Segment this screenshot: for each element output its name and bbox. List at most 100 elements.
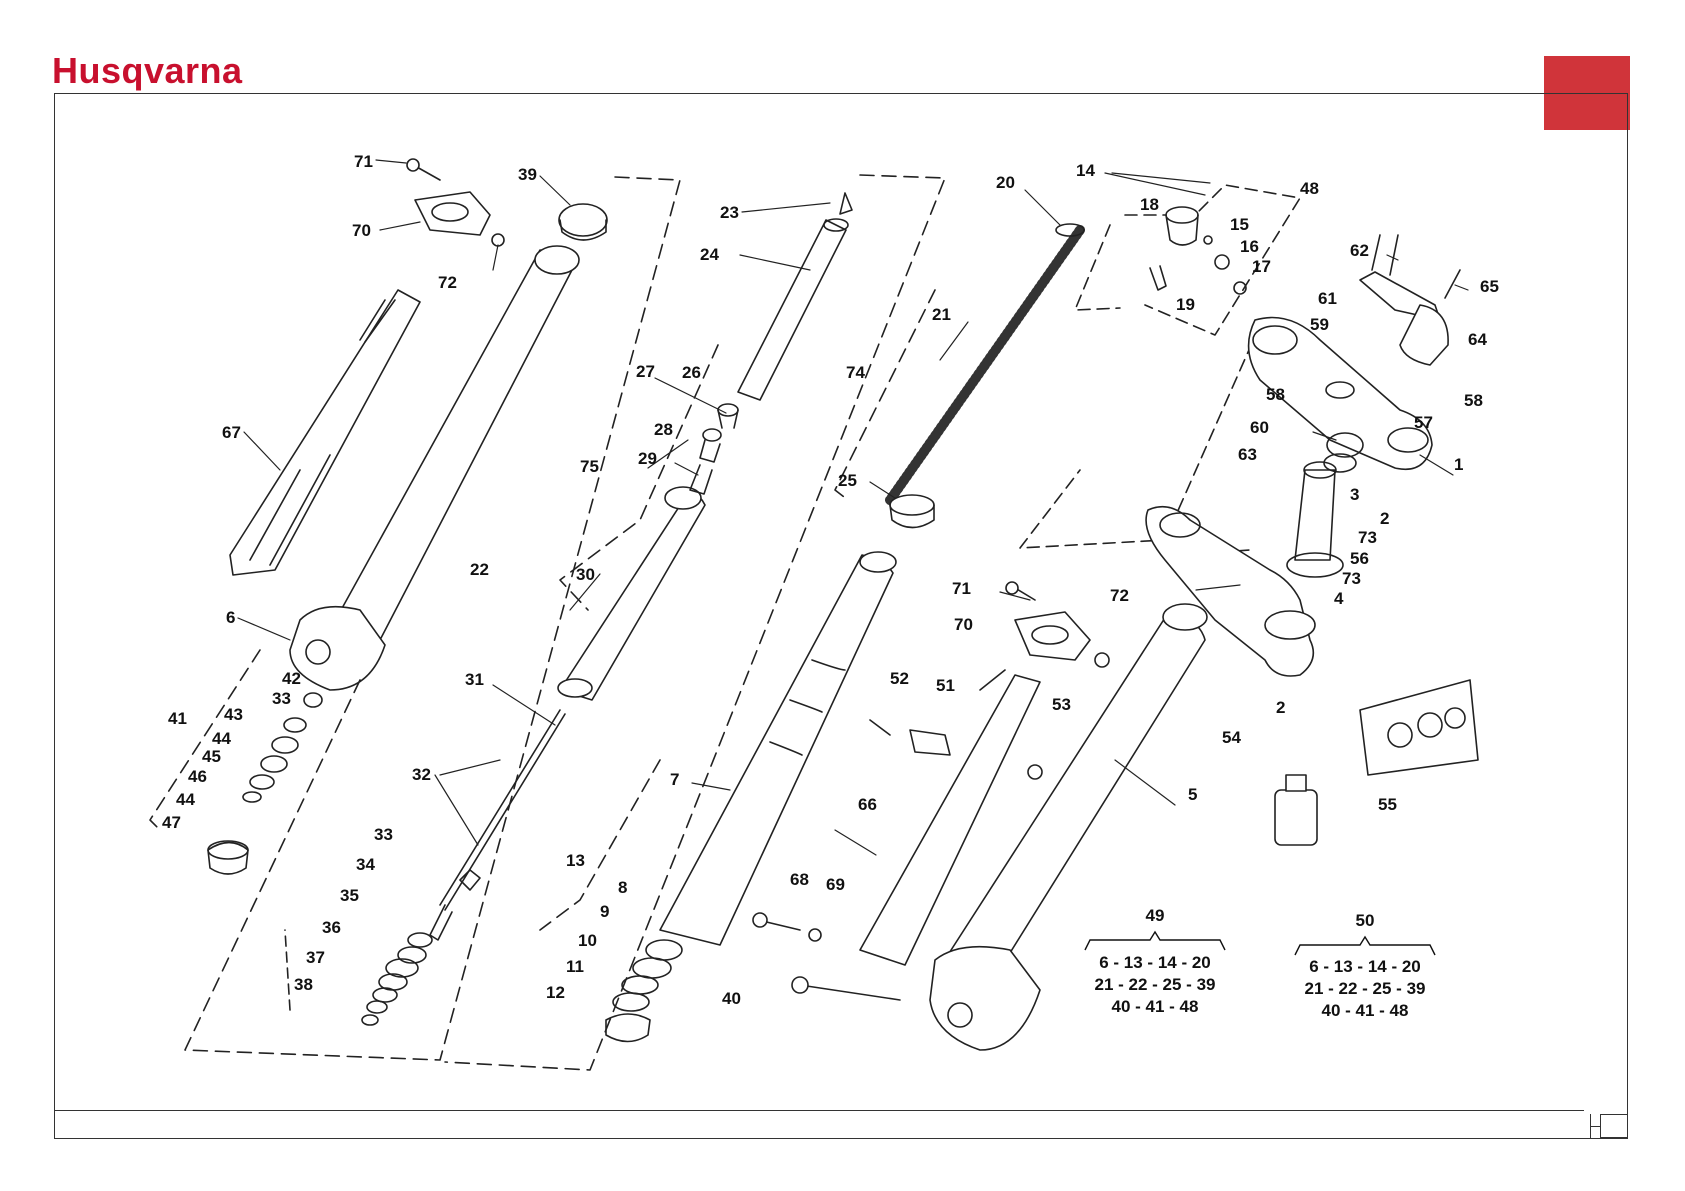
decal-sheet: [1359, 679, 1479, 776]
part-label: 33: [272, 689, 291, 708]
part-label: 1: [1454, 455, 1463, 474]
part-label: 54: [1222, 728, 1241, 747]
right-clamp: [1005, 581, 1110, 668]
part-label: 71: [952, 579, 971, 598]
part-label: 56: [1350, 549, 1369, 568]
part-label: 66: [858, 795, 877, 814]
part-label: 19: [1176, 295, 1195, 314]
part-label: 68: [790, 870, 809, 889]
part-label: 64: [1468, 330, 1487, 349]
brand-logo: Husqvarna: [52, 50, 243, 91]
small-bushings: [689, 403, 739, 495]
part-label: 2: [1380, 509, 1389, 528]
part-label: 73: [1342, 569, 1361, 588]
part-label: 26: [682, 363, 701, 382]
part-label: 60: [1250, 418, 1269, 437]
part-label: 40: [722, 989, 741, 1008]
part-label: 29: [638, 449, 657, 468]
part-label: 25: [838, 471, 857, 490]
part-label: 73: [1358, 528, 1377, 547]
left-fork-cap: [558, 203, 608, 241]
part-label: 23: [720, 203, 739, 222]
part-label: 13: [566, 851, 585, 870]
footer-divider: [54, 1110, 1584, 1111]
dashed-group-22: [184, 176, 681, 1061]
upper-triple-clamp: [1247, 316, 1433, 470]
part-label: 61: [1318, 289, 1337, 308]
left-valve-stack: [284, 929, 433, 1026]
inner-tube-7: [659, 551, 897, 946]
top-valve: [1149, 206, 1247, 295]
left-outer-tube: [289, 245, 580, 691]
part-label: 14: [1076, 161, 1095, 180]
part-label: 58: [1464, 391, 1483, 410]
part-label: 35: [340, 886, 359, 905]
part-label: 22: [470, 560, 489, 579]
spacer-25: [889, 494, 935, 529]
kit-49: 49 6 - 13 - 14 - 20 21 - 22 - 25 - 39 40…: [1084, 906, 1226, 1016]
part-label: 16: [1240, 237, 1259, 256]
part-label: 5: [1188, 785, 1197, 804]
part-label: 36: [322, 918, 341, 937]
cartridge-30: [557, 486, 706, 701]
part-label: 41: [168, 709, 187, 728]
part-label: 33: [374, 825, 393, 844]
bar-mount-58: [1359, 234, 1461, 366]
part-label: 63: [1238, 445, 1257, 464]
part-label: 37: [306, 948, 325, 967]
kit-line: 21 - 22 - 25 - 39: [1305, 979, 1426, 998]
part-label: 52: [890, 669, 909, 688]
part-label: 48: [1300, 179, 1319, 198]
kit-line: 6 - 13 - 14 - 20: [1099, 953, 1211, 972]
fork-spring: [885, 223, 1085, 505]
part-label: 9: [600, 902, 609, 921]
part-label: 4: [1334, 589, 1344, 608]
kit-line: 40 - 41 - 48: [1112, 997, 1199, 1016]
brake-hose-guide: [869, 719, 1043, 780]
part-label: 65: [1480, 277, 1499, 296]
right-outer-tube: [929, 603, 1208, 1051]
damper-rod: [429, 709, 566, 941]
part-label: 18: [1140, 195, 1159, 214]
kit-line: 40 - 41 - 48: [1322, 1001, 1409, 1020]
part-label: 3: [1350, 485, 1359, 504]
part-label: 32: [412, 765, 431, 784]
inner-tube-24: [737, 192, 853, 401]
footer-tick-connector: [1590, 1126, 1600, 1127]
part-label: 10: [578, 931, 597, 950]
kit-number: 50: [1356, 911, 1375, 930]
part-label: 57: [1414, 413, 1433, 432]
part-label: 46: [188, 767, 207, 786]
part-label: 42: [282, 669, 301, 688]
part-label: 15: [1230, 215, 1249, 234]
part-label: 71: [354, 152, 373, 171]
bottom-bolts: [752, 912, 901, 1001]
part-label: 67: [222, 423, 241, 442]
part-label: 17: [1252, 257, 1271, 276]
diagram-frame: [54, 93, 1628, 1139]
part-label: 21: [932, 305, 951, 324]
part-label: 2: [1276, 698, 1285, 717]
part-label: 24: [700, 245, 719, 264]
part-label: 38: [294, 975, 313, 994]
part-label: 55: [1378, 795, 1397, 814]
part-labels: 71 70 72 39 67 6 42 33 43 44 45 46 41 44…: [162, 152, 1499, 1008]
kit-50: 50 6 - 13 - 14 - 20 21 - 22 - 25 - 39 40…: [1294, 911, 1436, 1020]
left-fork-guard: [229, 289, 421, 576]
part-label: 59: [1310, 315, 1329, 334]
part-label: 43: [224, 705, 243, 724]
part-label: 6: [226, 608, 235, 627]
part-label: 27: [636, 362, 655, 381]
part-label: 70: [352, 221, 371, 240]
part-label: 69: [826, 875, 845, 894]
part-label: 12: [546, 983, 565, 1002]
part-label: 39: [518, 165, 537, 184]
part-label: 62: [1350, 241, 1369, 260]
right-valve-stack: [605, 939, 683, 1043]
steering-stem: [1286, 432, 1364, 578]
part-label: 44: [212, 729, 231, 748]
part-label: 74: [846, 363, 865, 382]
part-label: 70: [954, 615, 973, 634]
part-label: 72: [1110, 586, 1129, 605]
